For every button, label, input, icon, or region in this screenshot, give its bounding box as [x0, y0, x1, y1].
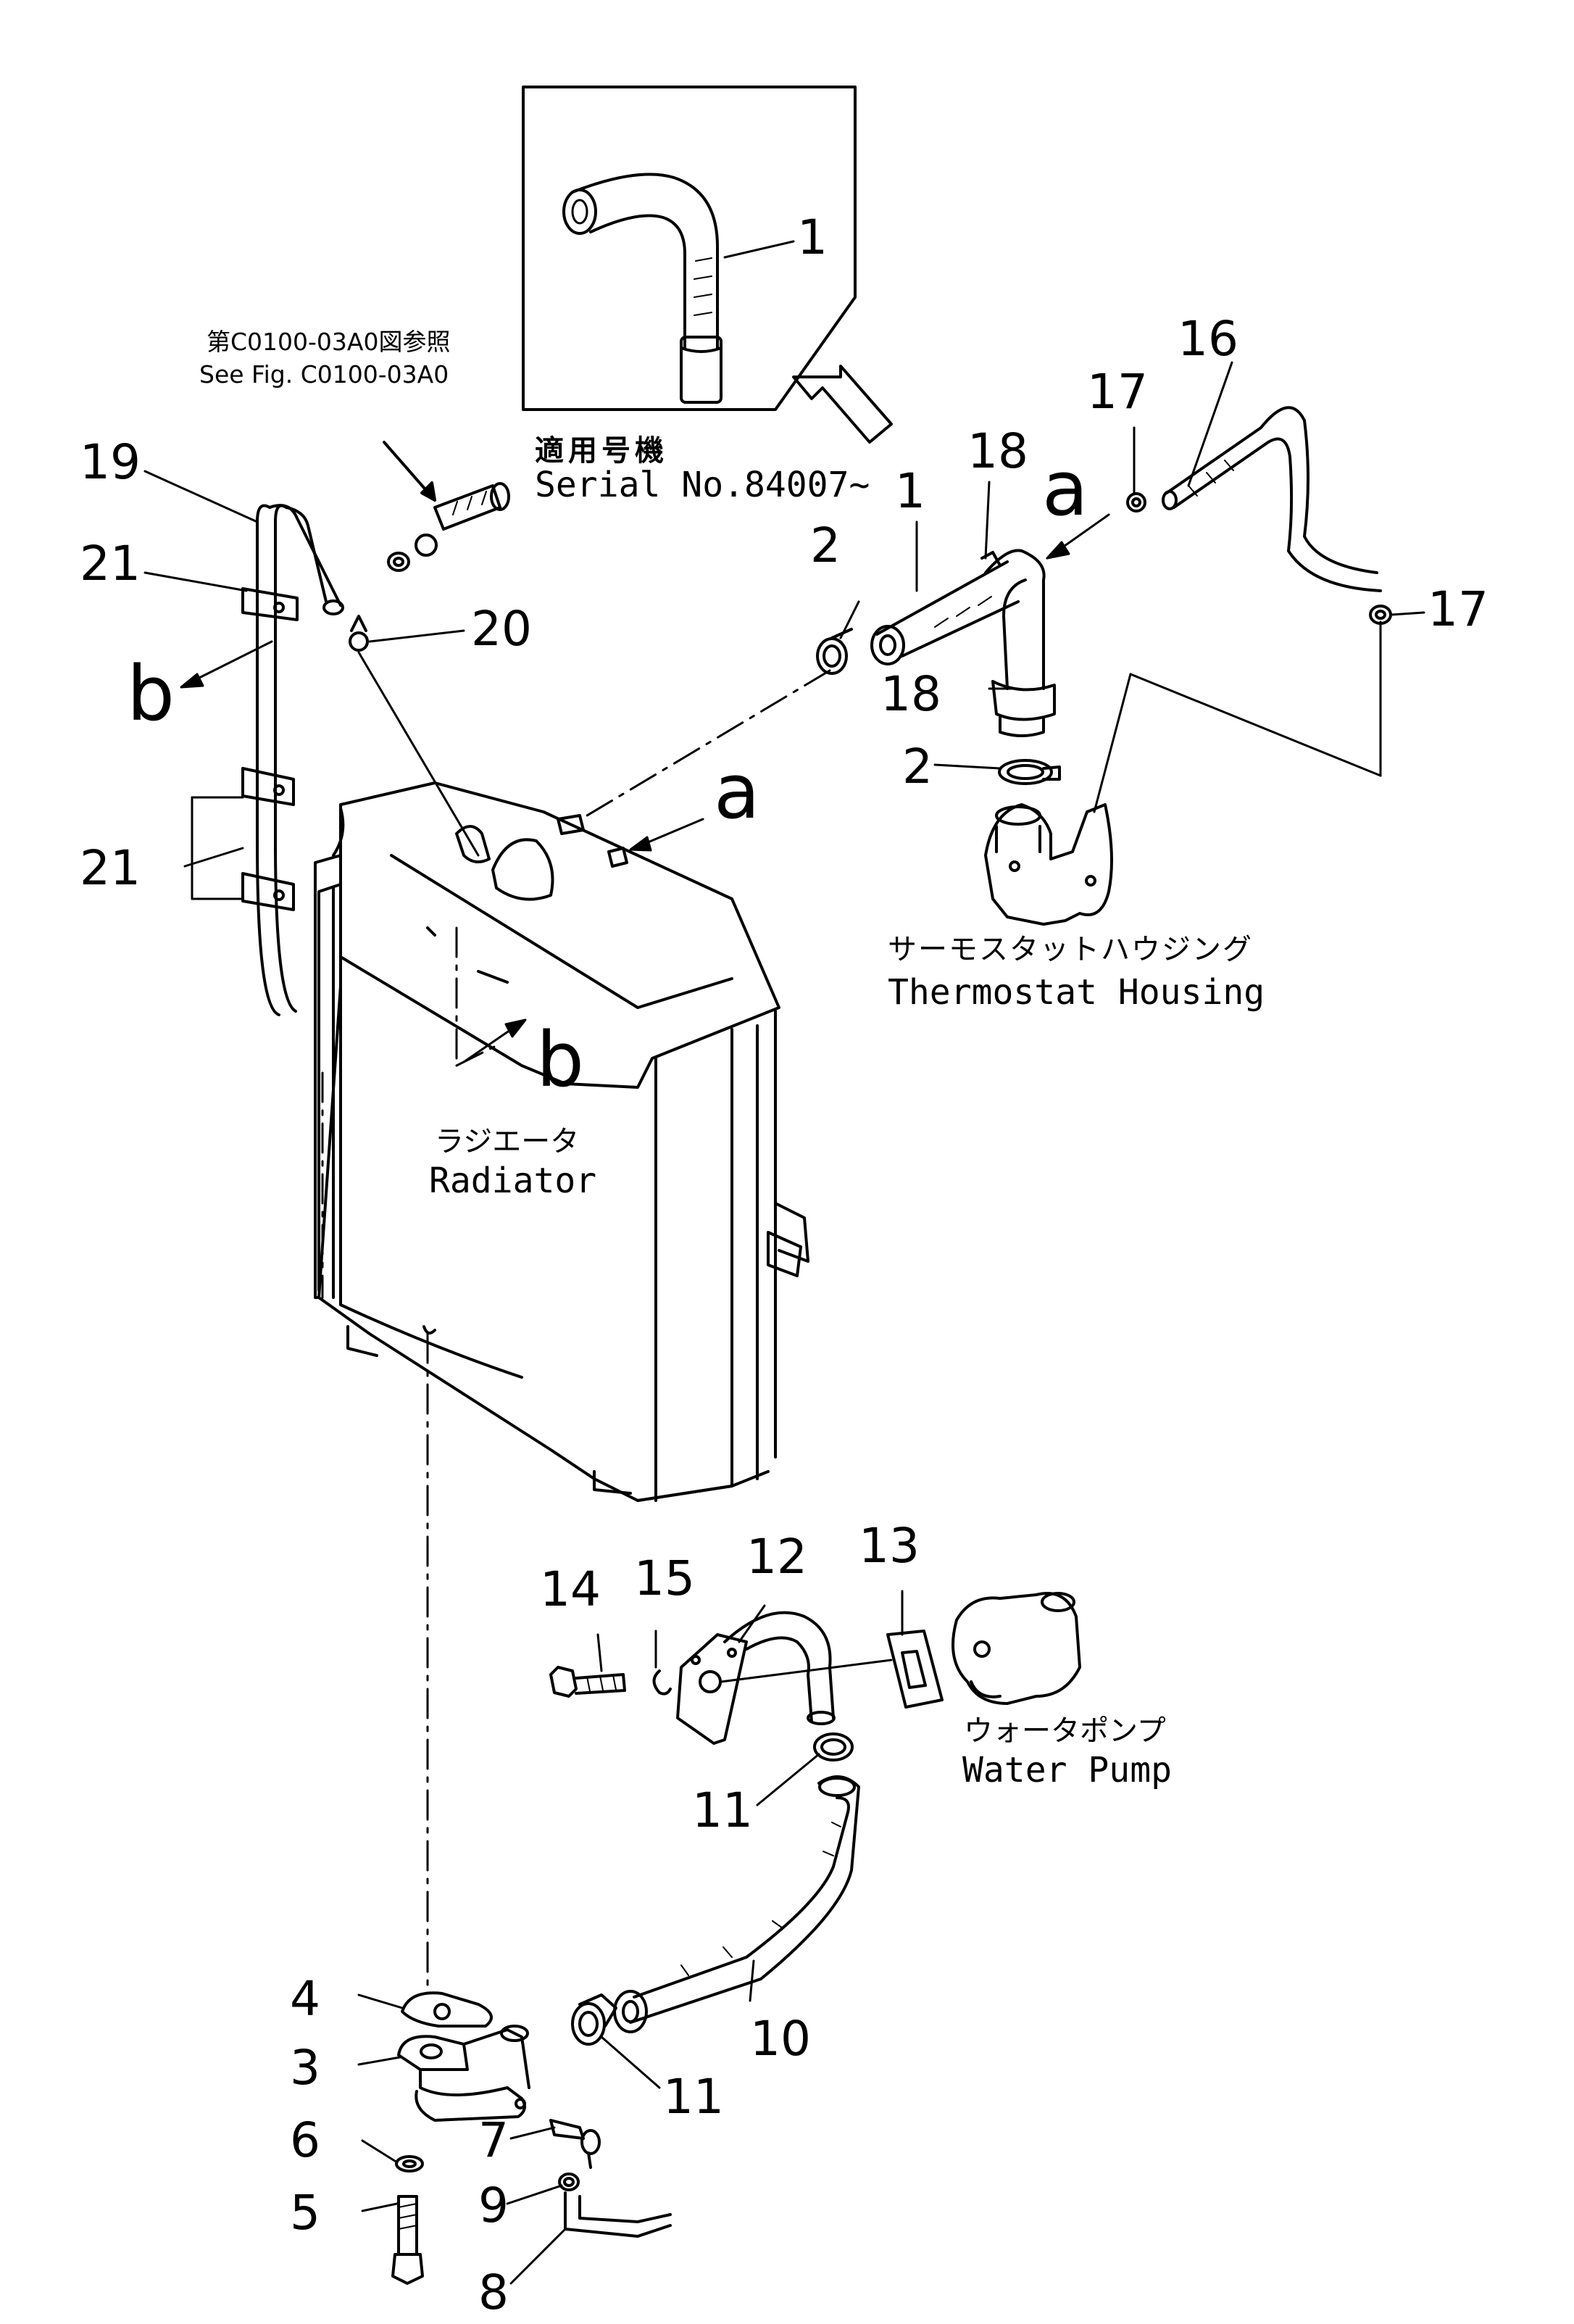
view-letter-b-lower: b	[536, 1016, 585, 1104]
reference-jp: 第C0100-03A0図参照	[207, 328, 451, 356]
inset-box	[522, 86, 857, 411]
inset-arrow	[792, 365, 893, 444]
radiator	[314, 781, 809, 1502]
washer-6	[395, 2155, 424, 2172]
callout-10: 10	[750, 2011, 811, 2067]
callout-1: 1	[895, 463, 925, 519]
radiator-jp: ラジエータ	[435, 1125, 580, 1158]
water-pump-en: Water Pump	[962, 1750, 1172, 1790]
leader-lines	[143, 240, 1425, 2285]
elbow-18	[980, 549, 1056, 737]
view-arrow-a-lower	[629, 818, 704, 852]
callout-21-upper: 21	[80, 536, 141, 592]
view-arrow-a-upper	[1046, 513, 1110, 560]
water-pump-jp: ウォータポンプ	[964, 1714, 1166, 1748]
clip-9	[558, 2172, 580, 2191]
callout-20: 20	[471, 601, 532, 657]
callout-11-lower: 11	[663, 2069, 724, 2125]
hose-16	[1162, 406, 1382, 592]
callout-5: 5	[290, 2185, 320, 2241]
inset-applicability-label: 適用号機	[535, 434, 668, 468]
water-pump	[952, 1592, 1081, 1705]
view-letter-b-upper: b	[127, 650, 175, 738]
elbow-3	[397, 2025, 530, 2122]
callout-15: 15	[634, 1551, 695, 1606]
callout-13: 13	[859, 1518, 920, 1574]
callout-17-upper: 17	[1087, 364, 1148, 420]
radiator-en: Radiator	[429, 1161, 597, 1201]
clamp-11-upper	[813, 1732, 854, 1761]
pipe-12	[676, 1611, 893, 1745]
callout-1-inset: 1	[797, 209, 828, 265]
callout-18-lower: 18	[880, 666, 941, 722]
reference-bolt	[383, 441, 510, 572]
hose-1	[870, 560, 1020, 665]
callout-14: 14	[540, 1561, 601, 1617]
cock-7	[549, 2119, 601, 2169]
clip-20	[349, 615, 369, 652]
hose-8	[564, 2191, 672, 2238]
callout-18-upper: 18	[967, 423, 1028, 479]
callout-3: 3	[290, 2040, 320, 2096]
gasket-4	[401, 1991, 493, 2028]
thermostat-housing-en: Thermostat Housing	[888, 972, 1265, 1013]
callout-17-right: 17	[1428, 581, 1488, 637]
thermostat-housing-jp: サーモスタットハウジング	[888, 933, 1253, 966]
callout-6: 6	[290, 2112, 320, 2168]
callout-8: 8	[478, 2265, 509, 2320]
reference-en: See Fig. C0100-03A0	[199, 360, 449, 389]
callout-2-lower: 2	[902, 739, 933, 794]
connector-17	[1126, 492, 1392, 625]
view-letter-a-lower: a	[714, 747, 760, 836]
callout-9: 9	[478, 2178, 509, 2233]
gasket-13	[886, 1630, 944, 1709]
pipe-19	[241, 504, 344, 1016]
callout-19: 19	[80, 434, 141, 490]
clamp-2-upper	[816, 628, 853, 675]
callout-2-upper: 2	[810, 518, 841, 573]
thermostat-housing	[984, 803, 1113, 926]
callout-4: 4	[290, 1971, 320, 2027]
bolt-5	[391, 2195, 424, 2285]
inset-serial-label: Serial No.84007~	[535, 465, 870, 505]
callout-16: 16	[1178, 311, 1238, 367]
washer-15	[652, 1669, 672, 1696]
callout-21-lower: 21	[80, 840, 141, 896]
clamp-2-lower	[998, 759, 1061, 785]
view-arrow-b-lower	[462, 1018, 527, 1063]
callout-11-upper: 11	[692, 1783, 753, 1838]
view-arrow-b-upper	[180, 640, 273, 689]
view-letter-a-upper: a	[1042, 444, 1088, 533]
hose-10	[613, 1775, 860, 2033]
callout-7: 7	[478, 2112, 509, 2168]
callout-12: 12	[746, 1529, 807, 1585]
clamp-11-lower	[571, 1993, 617, 2046]
bolt-14	[549, 1666, 626, 1698]
